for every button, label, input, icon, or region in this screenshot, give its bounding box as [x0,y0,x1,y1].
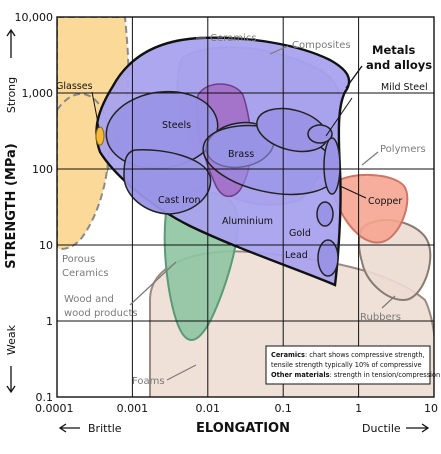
y-tick-label: 10 [39,239,53,252]
y-weak-arrow-icon [6,366,16,394]
label-porous-ceramics-2: Ceramics [62,268,109,279]
metal-labels: Steels Brass Cast Iron Aluminium Gold Le… [158,82,428,261]
label-porous-ceramics-1: Porous [62,254,95,265]
y-tick-label: 100 [32,163,53,176]
x-brittle-arrow-icon [58,423,80,433]
label-foams: Foams [132,376,165,387]
region-copper-band [323,137,341,195]
y-low-label: Weak [5,324,18,355]
y-tick-label: 10,000 [15,11,54,24]
y-tick-label: 0.1 [36,391,54,404]
x-tick-label: 10 [424,402,438,415]
x-tick-label: 0.0001 [35,402,74,415]
label-ceramics: Ceramics [210,33,257,44]
label-aluminium: Aluminium [222,216,273,227]
label-wood-2: wood products [64,308,138,319]
y-tick-label: 1 [46,315,53,328]
label-composites: Composites [292,40,351,51]
region-cast-iron [123,149,212,215]
label-wood-1: Wood and [64,294,114,305]
tick-labels: 0.0001 0.001 0.01 0.1 1 10 0.1 1 10 100 1,000 10,00… [15,11,439,415]
label-mild-steel: Mild Steel [381,82,428,93]
y-high-label: Strong [5,77,18,113]
y-tick-label: 1,000 [22,87,54,100]
x-tick-label: 0.01 [196,402,221,415]
label-steels: Steels [162,120,191,131]
y-axis-label: STRENGTH (MPa) [4,143,19,269]
region-lead [317,239,339,277]
class-labels: Ceramics Composites Metals and alloys Gl… [56,33,432,387]
label-gold: Gold [289,228,311,239]
x-axis-label: ELONGATION [196,421,290,436]
region-polymers [332,173,409,244]
x-low-label: Brittle [88,422,122,435]
x-tick-label: 0.1 [274,402,292,415]
x-ductile-arrow-icon [406,423,430,433]
region-copper [307,124,333,144]
label-cast-iron: Cast Iron [158,195,200,206]
svg-text:Other materials: strength in t: Other materials: strength in tension/com… [271,371,440,379]
plot-frame [56,16,435,398]
x-tick-label: 0.001 [117,402,149,415]
y-strong-arrow-icon [6,28,16,58]
label-metals-line1: Metals [372,43,415,57]
label-polymers-line: Polymers [380,144,426,155]
svg-text:Ceramics: chart shows compress: Ceramics: chart shows compressive streng… [271,351,425,359]
label-brass: Brass [228,149,254,160]
x-high-label: Ductile [362,422,401,435]
region-gold [316,201,334,227]
annotation-box: Ceramics: chart shows compressive streng… [265,345,440,385]
label-rubbers: Rubbers [360,312,401,323]
region-glasses [95,126,105,146]
svg-text:tensile strength typically 10%: tensile strength typically 10% of compre… [271,361,422,369]
label-lead: Lead [285,250,308,261]
x-tick-label: 1 [355,402,362,415]
label-copper: Copper [368,196,402,207]
label-metals-line2: and alloys [366,58,432,72]
label-glasses: Glasses [56,81,93,92]
